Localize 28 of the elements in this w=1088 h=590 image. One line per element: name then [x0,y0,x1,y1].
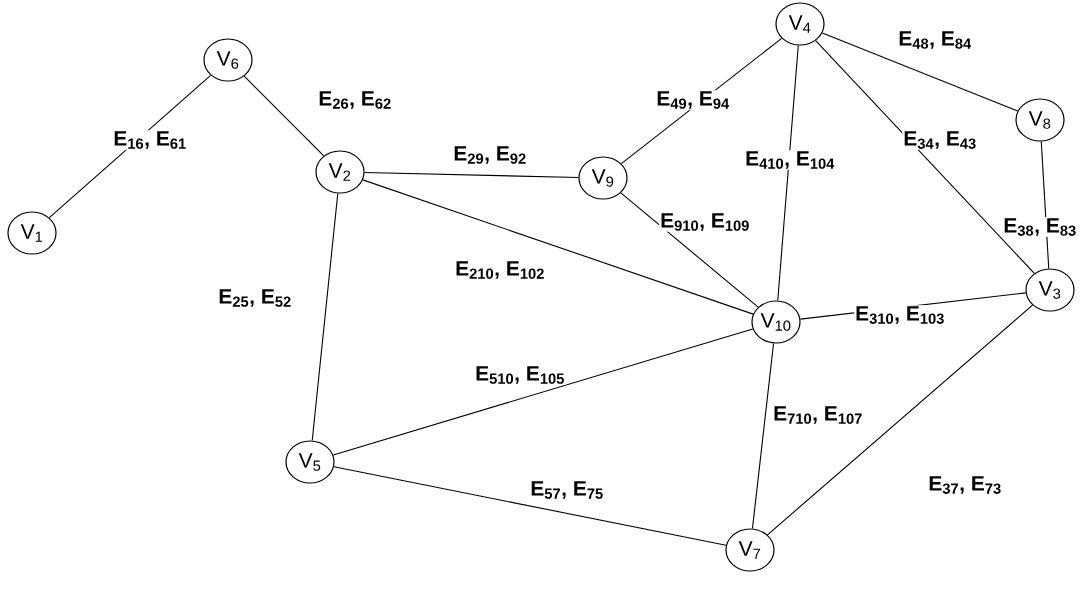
edge-line [311,192,339,442]
edge-line [777,45,799,301]
edge-line [364,172,579,178]
edge-line [243,75,325,157]
edge-line [751,342,775,530]
edge-label: E$_{210}$, E$_{102}$ [454,260,546,280]
edge-label: E$_{710}$, E$_{107}$ [772,405,864,425]
edge-label: E$_{38}$, E$_{83}$ [1002,217,1078,237]
edge-label: E$_{16}$, E$_{61}$ [112,130,188,150]
edge-label: E$_{910}$, E$_{109}$ [659,212,751,232]
edge-label: E$_{34}$, E$_{43}$ [902,130,978,150]
edge-line [332,328,754,456]
edge-label: E$_{57}$, E$_{75}$ [529,480,605,500]
edge-label: E$_{25}$, E$_{52}$ [217,288,293,308]
edge-label: E$_{410}$, E$_{104}$ [744,150,836,170]
edge-line [620,192,759,308]
edge-line [333,466,727,546]
edge-line [362,179,754,315]
edge-label: E$_{26}$, E$_{62}$ [317,90,393,110]
edge-label: E$_{510}$, E$_{105}$ [474,365,566,385]
edge-label: E$_{310}$, E$_{103}$ [854,305,946,325]
edge-label: E$_{48}$, E$_{84}$ [897,30,973,50]
edge-line [821,32,1019,112]
edge-label: E$_{37}$, E$_{73}$ [927,475,1003,495]
edge-label: E$_{29}$, E$_{92}$ [452,145,528,165]
edge-label: E$_{49}$, E$_{94}$ [655,90,731,110]
edge-line [815,40,1035,274]
edge-line [766,304,1034,536]
